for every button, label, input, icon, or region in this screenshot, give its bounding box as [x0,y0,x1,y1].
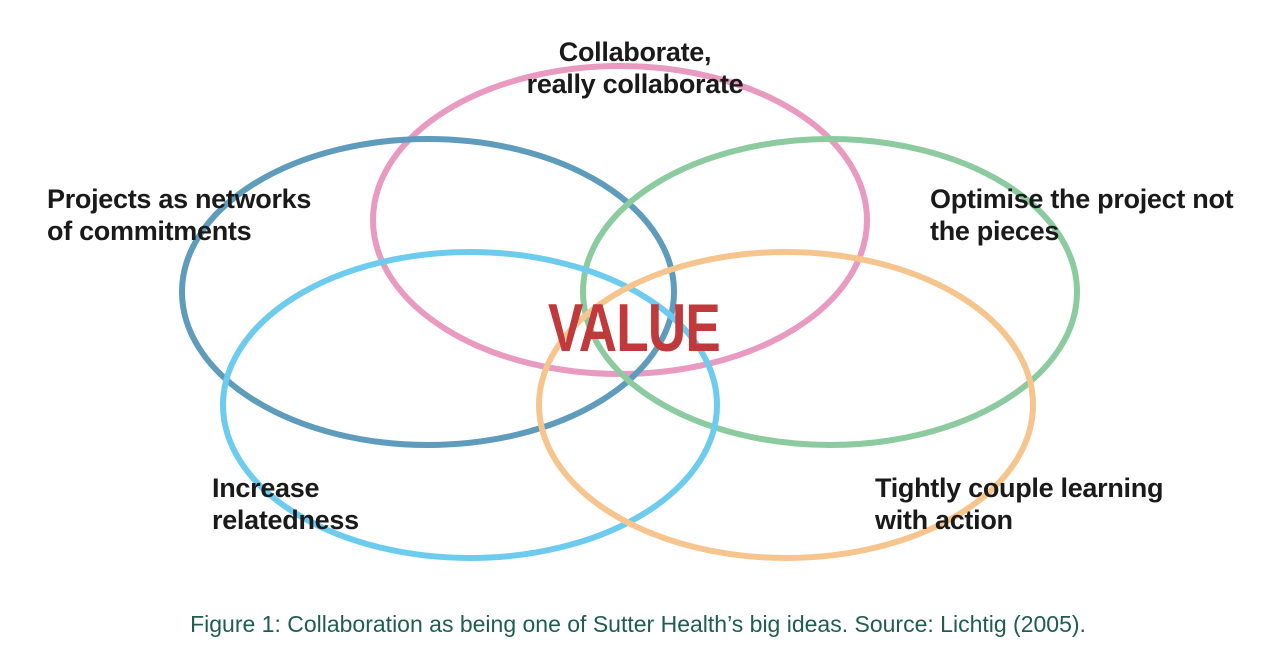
ellipse-light-blue [220,249,720,561]
ellipse-orange [536,249,1036,561]
label-optimise-line-1: Optimise the project not [930,184,1234,214]
label-increase-line-2: relatedness [212,505,359,535]
label-increase-relatedness: Increase relatedness [212,472,359,536]
label-couple-learning: Tightly couple learning with action [875,472,1163,536]
center-value-text: VALUE [548,290,721,366]
ellipse-green [580,136,1080,448]
figure-caption: Figure 1: Collaboration as being one of … [190,611,1086,637]
label-optimise-line-2: the pieces [930,216,1060,246]
label-optimise-project: Optimise the project not the pieces [930,183,1234,247]
label-collaborate-line-1: Collaborate, [558,37,712,67]
label-projects-networks: Projects as networks of commitments [47,183,311,247]
ellipse-dark-blue [179,136,677,448]
label-collaborate: Collaborate, really collaborate [480,36,790,100]
label-increase-line-1: Increase [212,473,320,503]
label-collaborate-line-2: really collaborate [526,69,744,99]
label-couple-line-2: with action [875,505,1013,535]
label-projects-line-1: Projects as networks [47,184,312,214]
label-couple-line-1: Tightly couple learning [875,473,1164,503]
label-projects-line-2: of commitments [47,216,252,246]
